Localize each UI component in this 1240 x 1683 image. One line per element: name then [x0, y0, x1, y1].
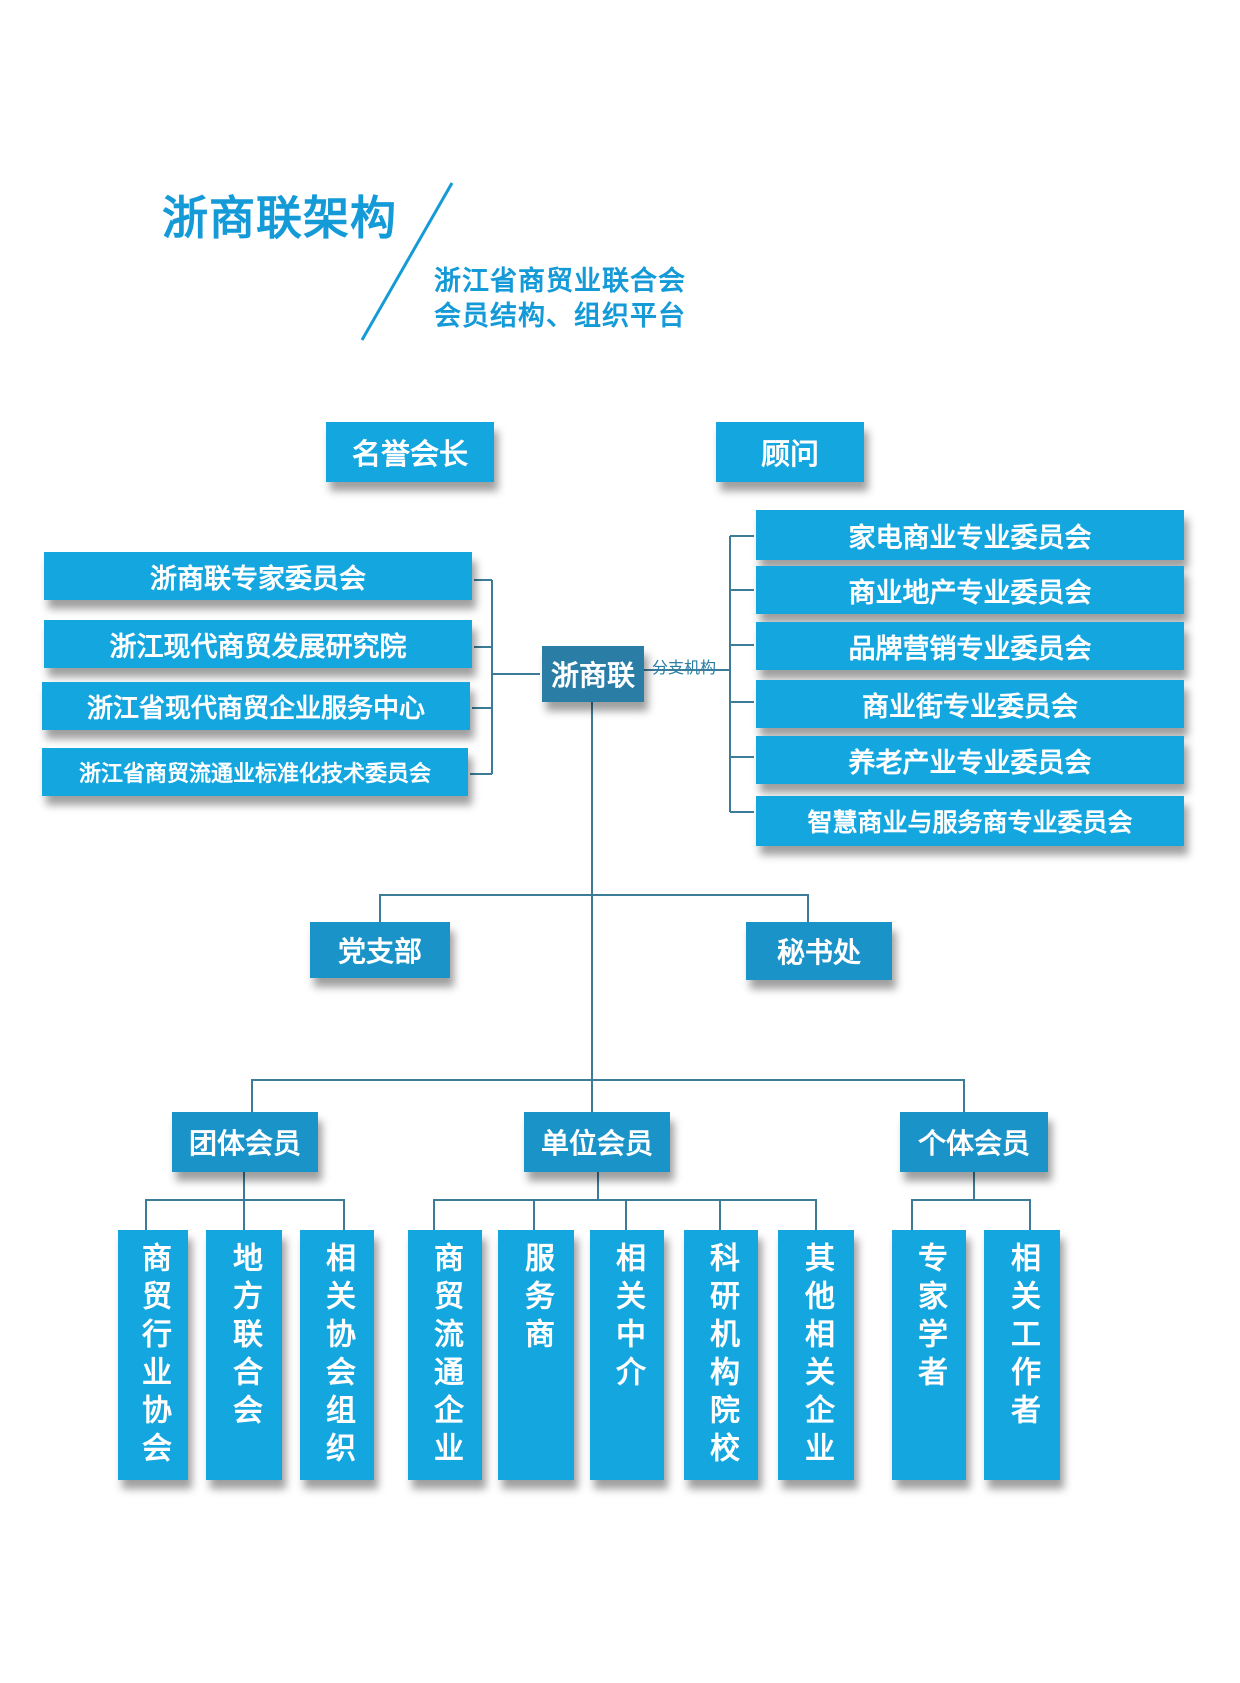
committee-smart-commerce: 智慧商业与服务商专业委员会 [756, 796, 1184, 846]
title-divider-line [360, 182, 454, 341]
honorary-chairman-box: 名誉会长 [326, 422, 494, 482]
member-local-federation: 地方联合会 [206, 1230, 282, 1480]
member-research-institutions: 科研机构院校 [684, 1230, 758, 1480]
member-service-provider: 服务商 [498, 1230, 574, 1480]
member-trade-association: 商贸行业协会 [118, 1230, 188, 1480]
page-title: 浙商联架构 [162, 191, 397, 245]
member-related-associations: 相关协会组织 [300, 1230, 374, 1480]
unit-member-box: 单位会员 [524, 1112, 670, 1172]
member-experts-scholars: 专家学者 [892, 1230, 966, 1480]
advisor-box: 顾问 [716, 422, 864, 482]
committee-brand-marketing: 品牌营销专业委员会 [756, 622, 1184, 670]
branch-label: 分支机构 [652, 658, 717, 677]
center-node: 浙商联 [542, 646, 644, 702]
subtitle-line-2: 会员结构、组织平台 [434, 301, 686, 332]
individual-member-box: 个体会员 [900, 1112, 1048, 1172]
committee-commercial-street: 商业街专业委员会 [756, 680, 1184, 728]
group-member-box: 团体会员 [172, 1112, 318, 1172]
secretariat-box: 秘书处 [746, 922, 892, 980]
subtitle-line-1: 浙江省商贸业联合会 [434, 266, 686, 297]
left-unit-service-center: 浙江省现代商贸企业服务中心 [42, 682, 470, 730]
left-unit-standards-committee: 浙江省商贸流通业标准化技术委员会 [42, 748, 468, 796]
committee-real-estate: 商业地产专业委员会 [756, 566, 1184, 614]
committee-elderly-care: 养老产业专业委员会 [756, 736, 1184, 784]
committee-appliance: 家电商业专业委员会 [756, 510, 1184, 560]
member-circulation-enterprise: 商贸流通企业 [408, 1230, 482, 1480]
left-unit-research-institute: 浙江现代商贸发展研究院 [44, 620, 472, 668]
member-related-workers: 相关工作者 [984, 1230, 1060, 1480]
member-related-intermediary: 相关中介 [590, 1230, 664, 1480]
left-unit-expert-committee: 浙商联专家委员会 [44, 552, 472, 600]
member-other-enterprises: 其他相关企业 [778, 1230, 854, 1480]
party-branch-box: 党支部 [310, 922, 450, 978]
